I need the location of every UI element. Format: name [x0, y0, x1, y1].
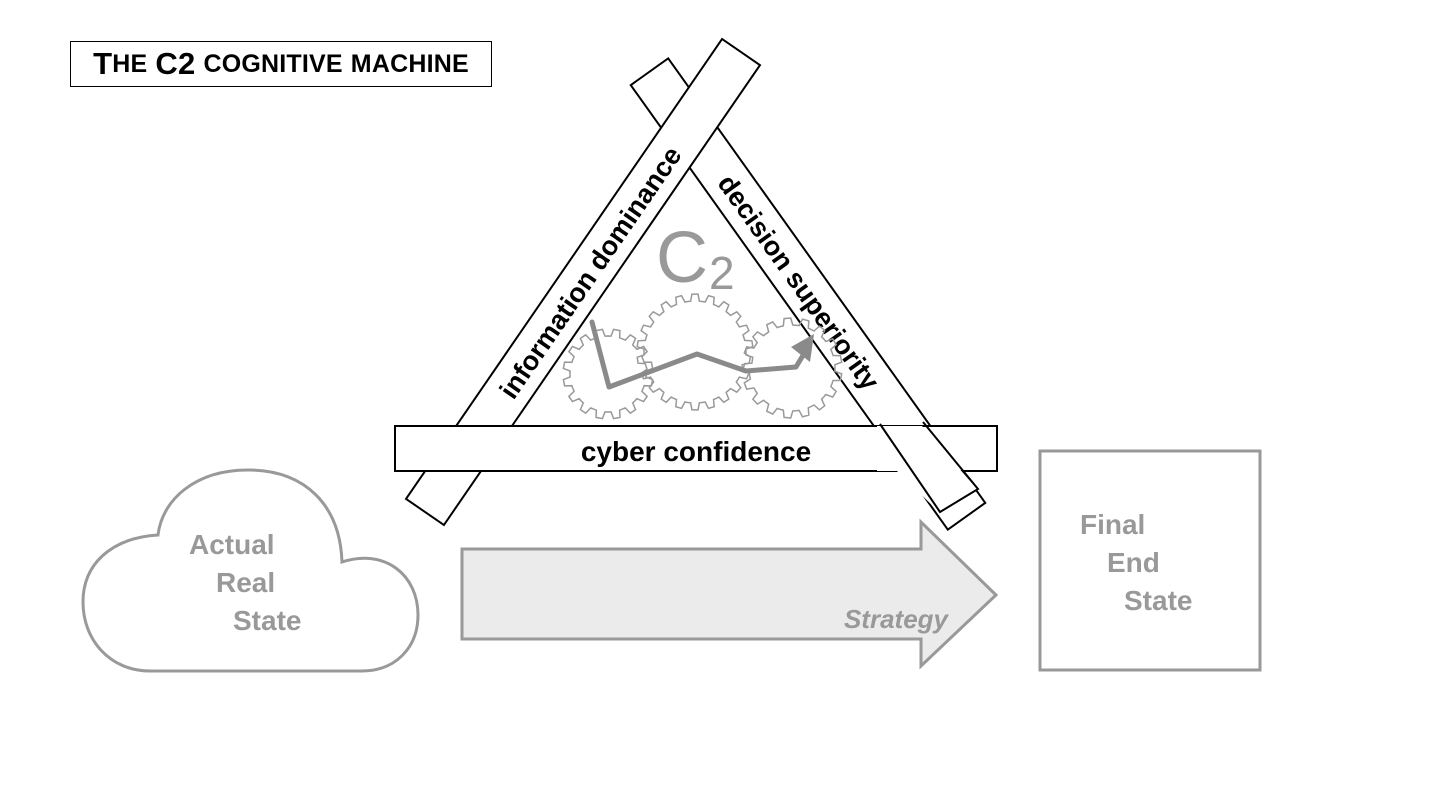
- title-word-cognitive: OGNITIVE: [221, 49, 343, 78]
- title-first-rest: HE: [112, 49, 148, 78]
- end-box-line-state: State: [1124, 585, 1192, 616]
- zigzag-arrowhead-icon: [791, 334, 814, 362]
- cloud-line-state: State: [233, 605, 301, 636]
- cloud-line-real: Real: [216, 567, 275, 598]
- strategy-arrow-label: Strategy: [844, 604, 950, 634]
- actual-real-state-cloud: Actual Real State: [81, 468, 420, 673]
- title-word-cognitive-initial: C: [203, 49, 222, 78]
- title-word-machine-initial: M: [350, 49, 372, 78]
- gear-icon: [636, 293, 754, 411]
- cloud-icon: [81, 468, 420, 673]
- center-c2-subscript: 2: [709, 247, 735, 299]
- progress-zigzag-arrow: [589, 319, 808, 390]
- bar-decision-superiority-overlap: [877, 421, 980, 514]
- title-word-machine: ACHINE: [371, 49, 469, 78]
- end-box-line-end: End: [1107, 547, 1160, 578]
- strategy-arrow: Strategy: [460, 518, 999, 670]
- title-c2: C2: [155, 46, 196, 81]
- title-first-letter: T: [93, 46, 113, 81]
- center-c2-letter: C: [656, 218, 708, 298]
- bar-label-cyber-confidence: cyber confidence: [581, 436, 811, 467]
- strategy-arrow-shape: [460, 518, 999, 670]
- cloud-line-actual: Actual: [189, 529, 275, 560]
- final-end-state-box: Final End State: [1038, 449, 1262, 672]
- end-box-line-final: Final: [1080, 509, 1145, 540]
- gear-icon: [562, 328, 654, 420]
